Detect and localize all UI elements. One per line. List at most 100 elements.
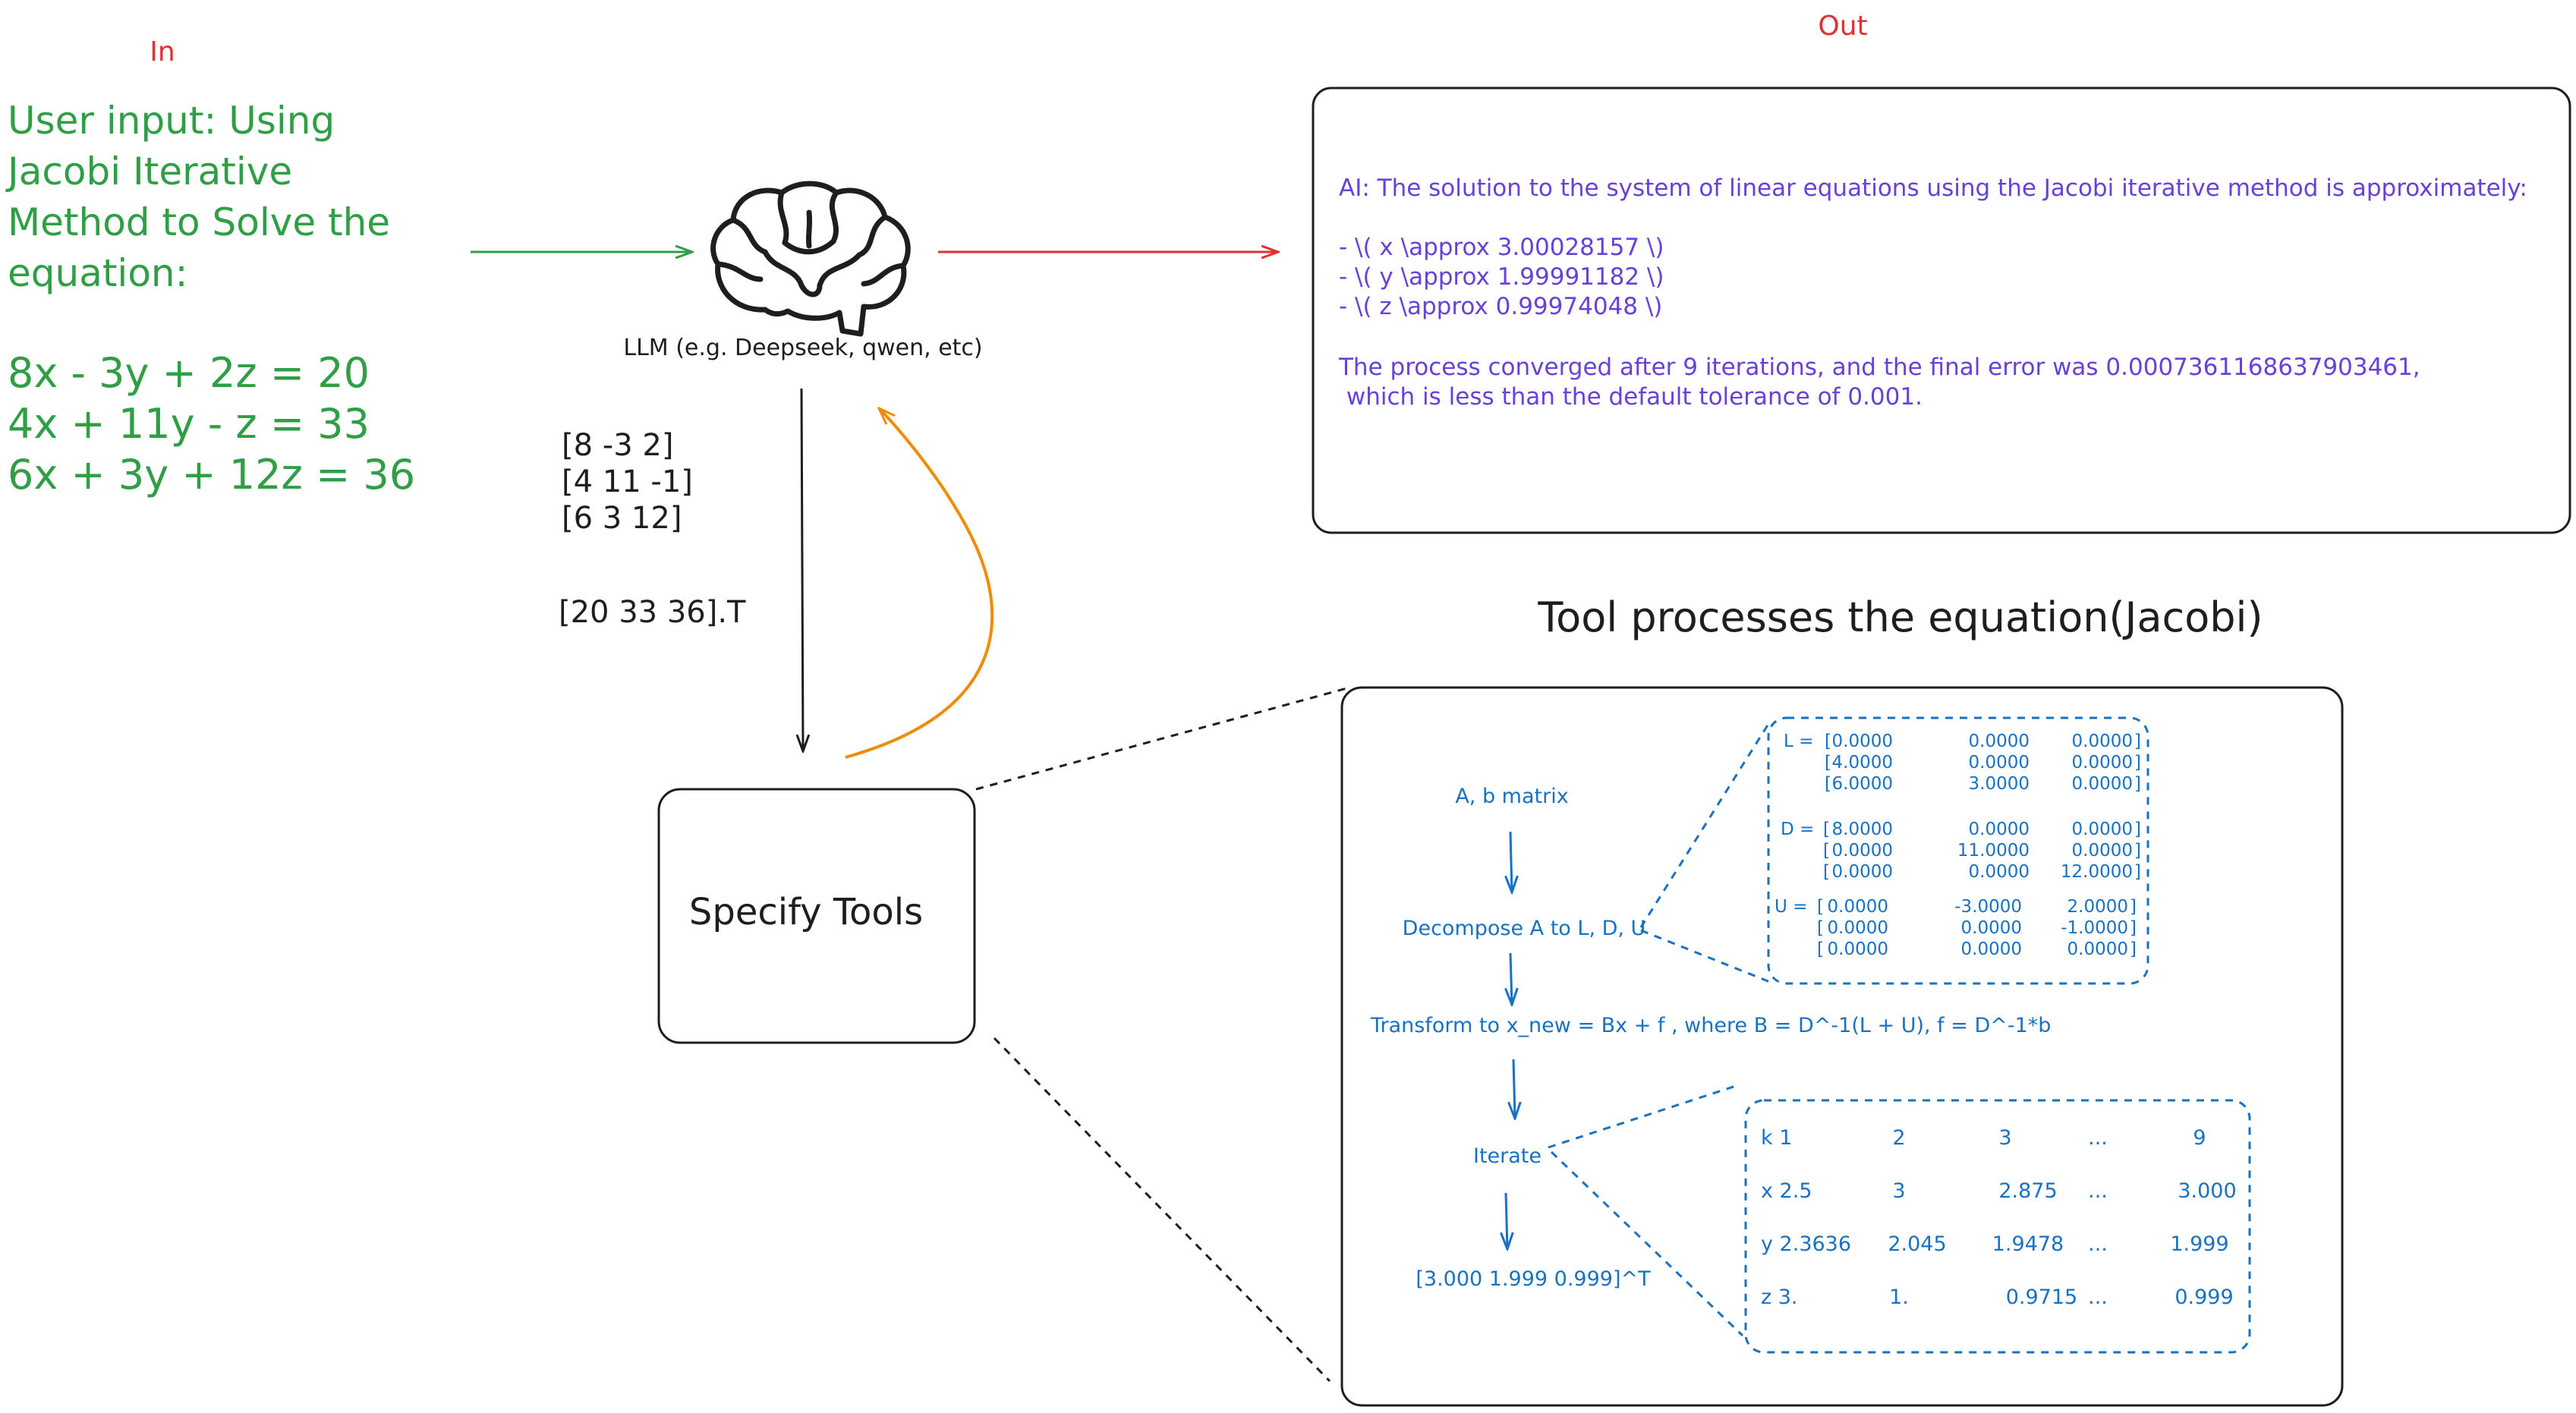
iteration-table-box (1744, 1099, 2251, 1354)
table-cell: 1.9478 (1992, 1232, 2064, 1256)
matrix-row: [8 -3 2] (562, 428, 673, 463)
matrix-cell: 0.0000 (2072, 774, 2133, 794)
input-line: User input: Using (8, 99, 335, 143)
matrix-cell: 2.0000 (2067, 897, 2128, 917)
in-label: In (150, 36, 175, 68)
matrix-cell: 0.0000 (2067, 939, 2128, 959)
matrix-bracket: [ (1825, 753, 1831, 773)
equation-line: 6x + 3y + 12z = 36 (8, 451, 415, 499)
output-line: - \( z \approx 0.99974048 \) (1339, 293, 1662, 320)
step-transform: Transform to x_new = Bx + f , where B = … (1370, 1014, 2051, 1037)
decompose-callout-line (1640, 929, 1771, 983)
input-line: Jacobi Iterative (5, 149, 292, 194)
table-cell: x 2.5 (1761, 1179, 1812, 1203)
matrix-cell: 0.0000 (1969, 820, 2030, 839)
tools-to-llm-arrow (845, 408, 994, 759)
zoom-line-top (975, 686, 1350, 791)
step-result: [3.000 1.999 0.999]^T (1416, 1267, 1651, 1291)
matrix-bracket: [ (1817, 918, 1824, 938)
matrix-cell: 0.0000 (1828, 918, 1888, 938)
matrix-cell: 3.0000 (1969, 774, 2030, 794)
vector-b: [20 33 36].T (559, 595, 746, 630)
matrix-bracket: ] (2134, 841, 2141, 861)
matrix-cell: 0.0000 (2072, 841, 2133, 861)
matrix-bracket: ] (2134, 820, 2141, 839)
matrix-bracket: [ (1817, 939, 1824, 959)
table-cell: z 3. (1761, 1286, 1798, 1309)
output-line: The process converged after 9 iterations… (1338, 354, 2420, 381)
iterate-callout-line (1548, 1084, 1739, 1149)
step-arrow (1506, 1192, 1507, 1249)
matrix-bracket: ] (2134, 732, 2141, 751)
input-line: equation: (8, 251, 187, 295)
matrix-cell: 0.0000 (1969, 732, 2030, 751)
step-arrow (1510, 831, 1512, 892)
specify-tools-box (657, 788, 976, 1044)
matrix-cell: 0.0000 (2072, 753, 2133, 773)
decomposition-box (1767, 716, 2149, 985)
decompose-callout-line (1639, 723, 1770, 928)
specify-tools-label: Specify Tools (689, 891, 923, 933)
ai-output-box (1312, 87, 2571, 534)
matrix-D: D = [ 8.0000 0.0000 0.0000 ] [ 0.0000 11… (1781, 820, 2141, 882)
table-cell: 0.9715 (2006, 1286, 2077, 1309)
matrix-cell: 11.0000 (1957, 841, 2030, 861)
matrix-L: L = [ 0.0000 0.0000 0.0000 ] [ 4.0000 0.… (1784, 732, 2141, 794)
table-cell: 3.000 (2178, 1179, 2236, 1203)
matrix-bracket: [ (1817, 897, 1824, 917)
matrix-cell: 0.0000 (1832, 732, 1893, 751)
matrix-cell: 6.0000 (1832, 774, 1893, 794)
table-cell: 3 (1998, 1126, 2011, 1150)
step-arrow (1510, 952, 1512, 1005)
matrix-name: U = (1775, 897, 1807, 917)
out-label: Out (1818, 11, 1867, 42)
matrix-block: [8 -3 2] [4 11 -1] [6 3 12] [20 33 36].T (559, 428, 746, 630)
matrix-name: L = (1784, 732, 1813, 751)
matrix-cell: 0.0000 (1832, 862, 1893, 882)
table-cell: y 2.3636 (1761, 1232, 1851, 1256)
equation-line: 8x - 3y + 2z = 20 (8, 349, 370, 397)
matrix-cell: 0.0000 (1828, 939, 1888, 959)
matrix-cell: 0.0000 (1961, 939, 2022, 959)
output-line: - \( y \approx 1.99991182 \) (1339, 263, 1664, 291)
matrix-bracket: [ (1825, 732, 1831, 751)
llm-label: LLM (e.g. Deepseek, qwen, etc) (623, 335, 982, 361)
table-cell: 1.999 (2170, 1232, 2228, 1256)
matrix-cell: 0.0000 (1969, 862, 2030, 882)
step-decompose: Decompose A to L, D, U (1403, 917, 1646, 940)
matrix-bracket: ] (2130, 918, 2137, 938)
output-line: which is less than the default tolerance… (1339, 383, 1923, 411)
brain-icon (710, 181, 911, 337)
tool-process-title: Tool processes the equation(Jacobi) (1537, 593, 2263, 641)
table-cell: ... (2088, 1232, 2108, 1256)
equation-line: 4x + 11y - z = 33 (8, 400, 370, 448)
iterate-callout-line (1550, 1150, 1744, 1337)
step-ab-matrix: A, b matrix (1455, 785, 1568, 808)
zoom-line-bottom (993, 1037, 1331, 1383)
matrix-cell: 0.0000 (1961, 918, 2022, 938)
matrix-name: D = (1781, 820, 1814, 839)
matrix-cell: -1.0000 (2061, 918, 2128, 938)
llm-to-tools-arrow (801, 388, 803, 751)
process-steps: A, b matrix Decompose A to L, D, U Trans… (1370, 785, 2051, 1291)
matrix-bracket: [ (1823, 820, 1830, 839)
matrix-row: [4 11 -1] (562, 464, 693, 499)
table-cell: k 1 (1761, 1126, 1792, 1150)
matrix-cell: 8.0000 (1832, 820, 1893, 839)
output-line: - \( x \approx 3.00028157 \) (1339, 234, 1664, 261)
user-input: User input: Using Jacobi Iterative Metho… (5, 99, 415, 499)
matrix-bracket: ] (2134, 774, 2141, 794)
matrix-cell: 0.0000 (2072, 820, 2133, 839)
table-cell: 0.999 (2174, 1286, 2233, 1309)
matrix-cell: 0.0000 (1969, 753, 2030, 773)
table-cell: 1. (1889, 1286, 1909, 1309)
table-cell: 2.875 (1998, 1179, 2057, 1203)
matrix-bracket: ] (2134, 862, 2141, 882)
matrix-cell: 0.0000 (2072, 732, 2133, 751)
iteration-table: k 1 2 3 ... 9 x 2.5 3 2.875 ... 3.000 y … (1761, 1126, 2237, 1309)
matrix-cell: 0.0000 (1828, 897, 1888, 917)
matrix-bracket: ] (2130, 897, 2137, 917)
matrix-cell: -3.0000 (1954, 897, 2022, 917)
matrix-bracket: ] (2134, 753, 2141, 773)
